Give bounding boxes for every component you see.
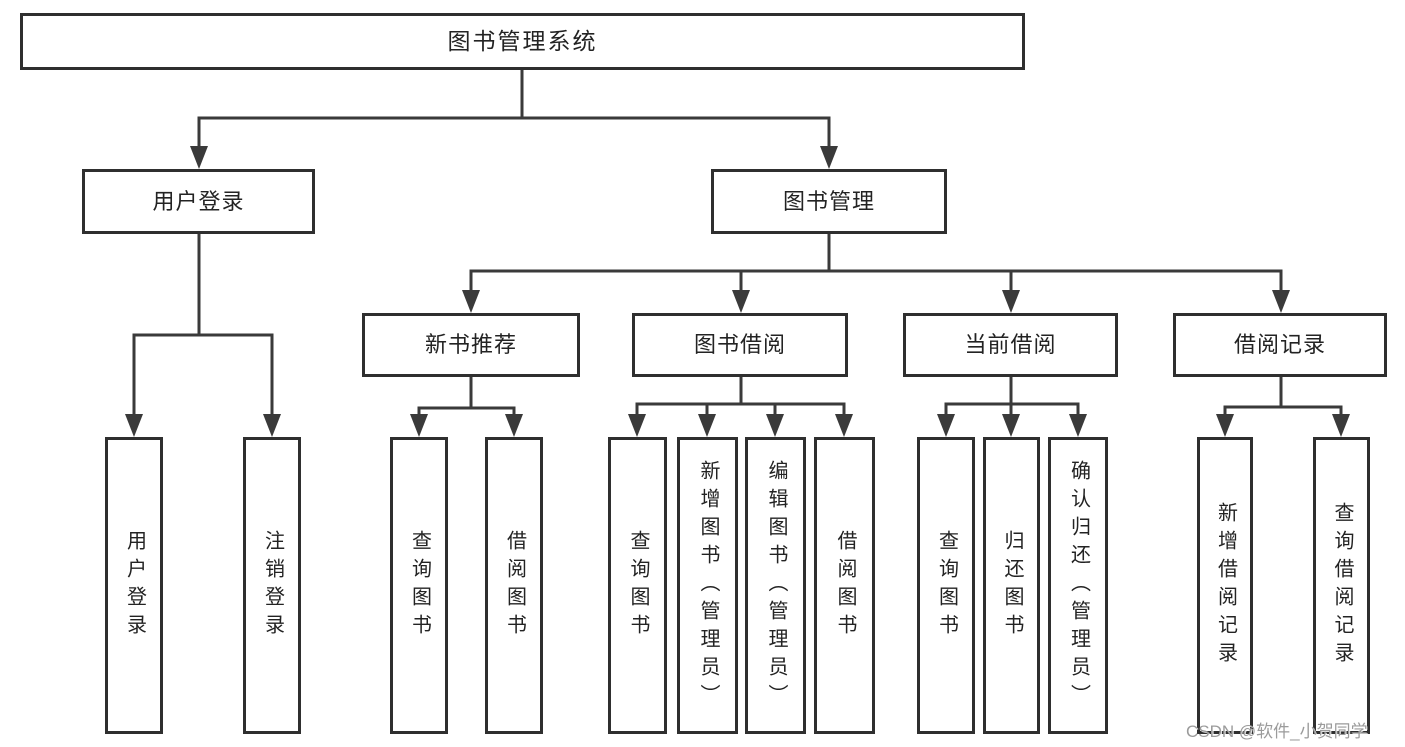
leaf-query-books-borrow: 查询图书 xyxy=(608,437,667,734)
leaf-logout: 注销登录 xyxy=(243,437,301,734)
node-book-management: 图书管理 xyxy=(711,169,947,234)
leaf-confirm-return-admin: 确认归还（管理员） xyxy=(1048,437,1108,734)
leaf-borrow-books: 借阅图书 xyxy=(814,437,875,734)
leaf-query-borrow-record: 查询借阅记录 xyxy=(1313,437,1370,734)
leaf-query-books-recommend: 查询图书 xyxy=(390,437,448,734)
leaf-edit-book-admin: 编辑图书（管理员） xyxy=(745,437,806,734)
leaf-return-books: 归还图书 xyxy=(983,437,1040,734)
leaf-query-books-current: 查询图书 xyxy=(917,437,975,734)
leaf-borrow-books-recommend: 借阅图书 xyxy=(485,437,543,734)
node-current-borrow: 当前借阅 xyxy=(903,313,1118,377)
node-root: 图书管理系统 xyxy=(20,13,1025,70)
leaf-add-borrow-record: 新增借阅记录 xyxy=(1197,437,1253,734)
node-new-book-recommend: 新书推荐 xyxy=(362,313,580,377)
node-borrow-records: 借阅记录 xyxy=(1173,313,1387,377)
leaf-user-login: 用户登录 xyxy=(105,437,163,734)
leaf-add-book-admin: 新增图书（管理员） xyxy=(677,437,738,734)
csdn-watermark: CSDN @软件_小贺同学 xyxy=(1186,722,1368,741)
node-book-borrow: 图书借阅 xyxy=(632,313,848,377)
node-user-login: 用户登录 xyxy=(82,169,315,234)
arrowheads xyxy=(125,118,1350,437)
